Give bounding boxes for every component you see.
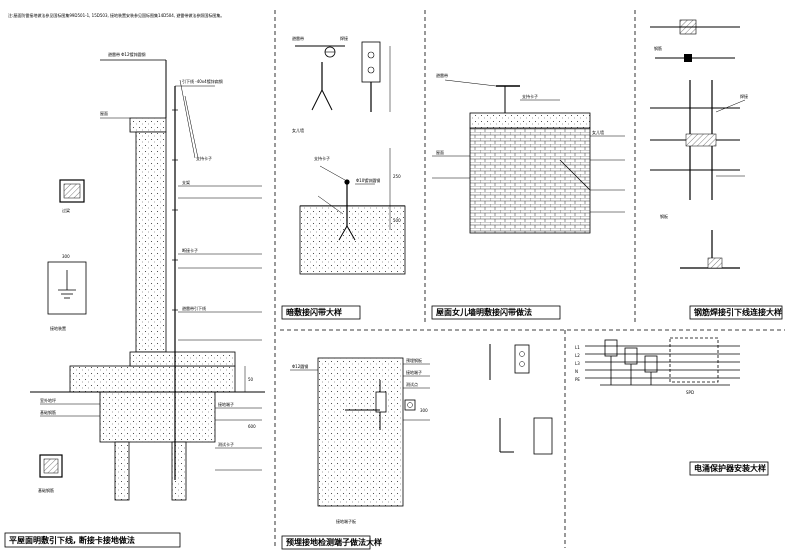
panel-roof-grounding: 避雷带 Φ12镀锌圆钢 引下线 -40x4镀锌扁钢 支持卡子 过梁 支架 屋面 … (4, 51, 265, 548)
panel-parapet-strip: 避雷带 支持卡子 女儿墙 屋面 屋面女儿墙明敷接闪带做法 (431, 72, 625, 320)
dim-concealed-500: 500 (393, 218, 401, 223)
label-steel-rebar: 钢筋 (654, 45, 662, 51)
label-spd-n: N (575, 369, 578, 374)
label-test-point: 测试点 (406, 381, 418, 387)
dim-roof-50: 50 (248, 377, 254, 382)
label-round-steel: Φ10镀锌圆钢 (356, 177, 380, 183)
label-parapet: 女儿墙 (292, 127, 304, 133)
label-parapet-belt: 避雷带 (436, 72, 448, 78)
title-steel-weld: 钢筋焊接引下线连接大样 (694, 307, 782, 317)
dim-concealed-250: 250 (393, 174, 401, 179)
label-spd-pe: PE (575, 377, 580, 382)
title-roof-grounding: 平屋面明敷引下线, 断接卡接地做法 (9, 535, 135, 545)
label-parapet-roof: 屋面 (436, 149, 444, 155)
dim-roof-600: 600 (248, 424, 256, 429)
label-ground-terminal: 接地端子 (218, 401, 234, 407)
label-concealed-belt: 避雷带 (292, 35, 304, 41)
label-test-clip: 测试卡子 (218, 441, 234, 447)
label-roof: 屋面 (100, 110, 108, 116)
label-base-rebar: 基础钢筋 (38, 487, 54, 493)
label-support-clip: 支持卡子 (196, 155, 212, 161)
title-surge-protector: 电涌保护器安装大样 (694, 463, 766, 473)
panel-dividers (274, 10, 785, 548)
title-test-terminal: 预埋接地检测端子做法大样 (286, 537, 382, 547)
label-foundation-rebar: 基础钢筋 (40, 409, 56, 415)
label-parapet-wall: 女儿墙 (592, 129, 604, 135)
label-lintel: 过梁 (62, 207, 70, 213)
title-concealed-strip: 暗敷接闪带大样 (286, 307, 342, 317)
panel-concealed-strip: 避雷带 焊接 女儿墙 支持卡子 Φ10镀锌圆钢 250 500 暗敷接闪带大样 (281, 35, 406, 320)
panel-steel-weld: 钢筋 焊接 钢板 钢筋焊接引下线连接大样 (650, 19, 783, 320)
label-spd-l1: L1 (575, 345, 580, 350)
label-terminal-plate: 接地端子板 (336, 518, 356, 524)
label-belt-downlead: 避雷带引下线 (182, 305, 206, 311)
dim-roof-300: 300 (62, 254, 70, 259)
label-embedded-plate: 预埋钢板 (406, 357, 422, 363)
dim-test-300: 300 (420, 408, 428, 413)
label-steel-plate: 钢板 (660, 213, 668, 219)
label-round-bar: Φ12圆钢 (292, 363, 308, 369)
label-bracket: 支架 (182, 179, 190, 185)
label-support-clip-2: 支持卡子 (314, 155, 330, 161)
panel-surge-protector: L1 L2 L3 N PE SPD 电涌保护器安装大样 (575, 337, 769, 476)
label-spd-l3: L3 (575, 361, 580, 366)
label-grounding-device: 接地装置 (50, 325, 66, 331)
label-lightning-belt: 避雷带 Φ12镀锌圆钢 (108, 51, 146, 57)
label-steel-weld: 焊接 (740, 93, 748, 99)
label-outdoor-grade: 室外地坪 (40, 397, 56, 403)
label-spd-l2: L2 (575, 353, 580, 358)
header-note: 注:屋面防雷接地做法参见国标图集99D501-1, 15D503, 接地装置安装… (8, 12, 224, 18)
panel-test-terminal: 预埋钢板 接地端子 测试点 Φ12圆钢 接地端子板 300 预埋接地检测端子做法… (281, 344, 553, 550)
title-parapet-strip: 屋面女儿墙明敷接闪带做法 (436, 307, 532, 317)
label-weld: 焊接 (340, 35, 348, 41)
label-test-terminal: 接地端子 (406, 369, 422, 375)
label-down-conductor: 引下线 -40x4镀锌扁钢 (182, 78, 223, 84)
label-parapet-clip: 支持卡子 (522, 93, 538, 99)
label-disconnect-clip: 断接卡子 (182, 247, 198, 253)
label-spd: SPD (686, 390, 694, 395)
